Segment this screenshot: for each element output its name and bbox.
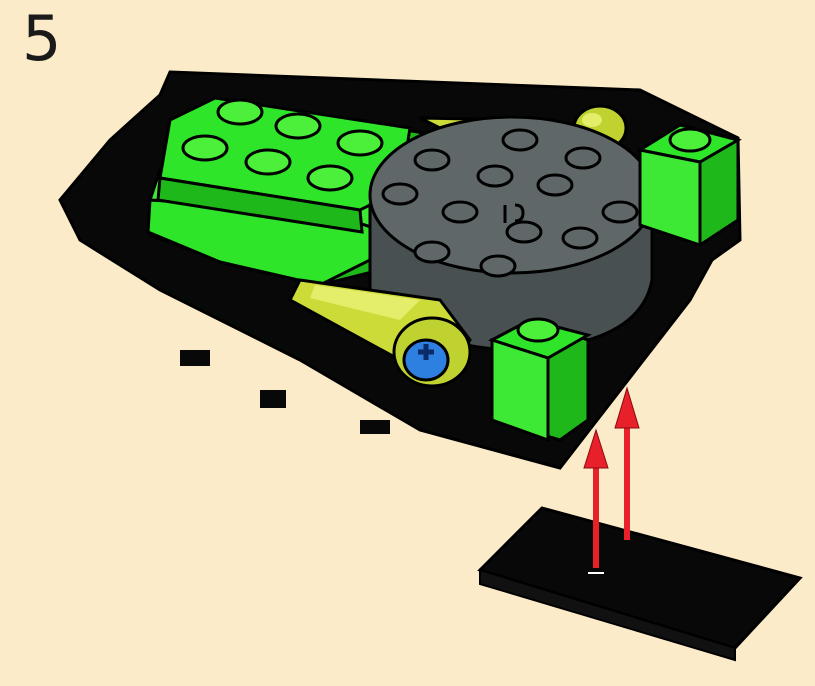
stud [276, 114, 320, 138]
stud [383, 184, 417, 204]
stud [183, 136, 227, 160]
stud [518, 319, 558, 341]
stud [246, 150, 290, 174]
stud [481, 256, 515, 276]
loose-black-plate [480, 508, 800, 660]
stud [218, 100, 262, 124]
stud [507, 222, 541, 242]
stud [415, 150, 449, 170]
stud [503, 130, 537, 150]
stud [338, 131, 382, 155]
green-brick-front [492, 319, 588, 440]
stud [538, 175, 572, 195]
stud [603, 202, 637, 222]
stud [563, 228, 597, 248]
stud [566, 148, 600, 168]
stud [308, 166, 352, 190]
stud [443, 202, 477, 222]
green-brick-back-right [640, 125, 738, 245]
up-arrow-icon [615, 388, 639, 540]
stud [415, 242, 449, 262]
stud [670, 129, 710, 151]
stud [478, 166, 512, 186]
